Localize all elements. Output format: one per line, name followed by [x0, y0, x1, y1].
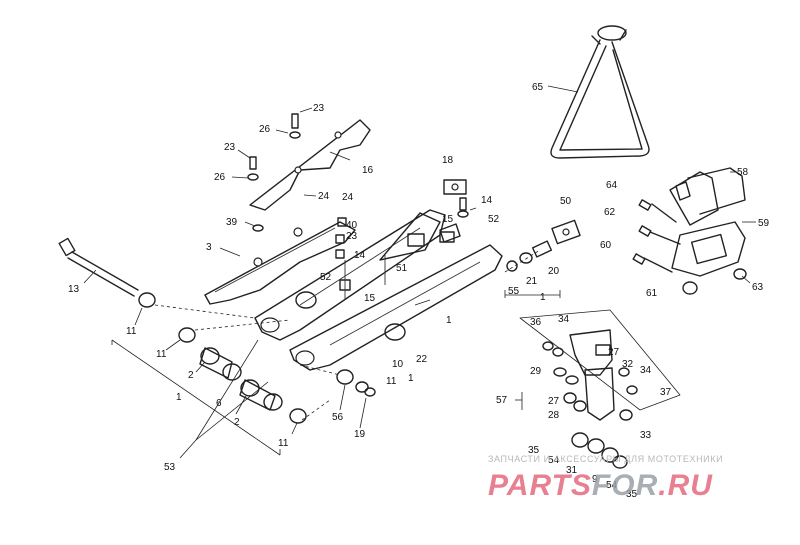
watermark-tagline: ЗАПЧАСТИ И АКСЕССУАРЫ ДЛЯ МОТОТЕХНИКИ: [488, 454, 723, 464]
chain-guide-assembly: [632, 167, 756, 295]
part-numbers: 65 23 26 23 26 16 18 24 24 40 23 39 14 1…: [68, 82, 770, 500]
label-32: 32: [622, 359, 634, 370]
watermark-brand-grey: FOR: [592, 469, 658, 502]
label-18: 18: [442, 155, 454, 166]
small-parts-mid: [335, 179, 581, 300]
swingarm: [254, 209, 503, 371]
label-1: 1: [446, 315, 452, 326]
label-36: 36: [530, 317, 542, 328]
label-54: 54: [606, 480, 618, 491]
label-34: 34: [558, 314, 570, 325]
label-26: 26: [214, 172, 226, 183]
label-1: 1: [176, 392, 182, 403]
chain-guide: [249, 119, 371, 211]
label-27: 27: [548, 396, 560, 407]
label-15: 15: [442, 214, 454, 225]
label-23: 23: [224, 142, 236, 153]
label-23: 23: [313, 103, 325, 114]
label-58: 58: [737, 167, 749, 178]
label-52: 52: [488, 214, 500, 225]
label-23: 23: [346, 231, 358, 242]
label-14: 14: [481, 195, 493, 206]
label-2: 2: [234, 417, 240, 428]
label-31: 31: [566, 465, 578, 476]
label-24: 24: [318, 191, 330, 202]
label-61: 61: [646, 288, 658, 299]
label-1: 1: [540, 292, 546, 303]
watermark-logo: PARTSFOR.RU: [488, 469, 713, 502]
label-57: 57: [496, 395, 508, 406]
label-59: 59: [758, 218, 770, 229]
label-22: 22: [416, 354, 428, 365]
label-11: 11: [156, 349, 167, 360]
label-37: 37: [660, 387, 672, 398]
bolts-upper: [231, 107, 317, 197]
label-27: 27: [608, 347, 620, 358]
label-62: 62: [604, 207, 616, 218]
label-11: 11: [386, 376, 397, 387]
label-33: 33: [640, 430, 652, 441]
chain-slider: [204, 221, 356, 305]
label-1: 1: [408, 373, 414, 384]
label-40: 40: [346, 220, 358, 231]
label-56: 56: [332, 412, 344, 423]
label-2: 2: [188, 370, 194, 381]
label-65: 65: [532, 82, 544, 93]
label-55: 55: [508, 286, 520, 297]
label-11: 11: [126, 326, 137, 337]
label-54: 54: [548, 455, 560, 466]
label-26: 26: [259, 124, 271, 135]
lower-assembly: [515, 309, 681, 469]
label-11: 11: [278, 438, 289, 449]
label-3: 3: [206, 242, 212, 253]
label-50: 50: [560, 196, 572, 207]
label-29: 29: [530, 366, 542, 377]
label-14: 14: [354, 250, 366, 261]
label-6: 6: [216, 398, 222, 409]
label-51: 51: [396, 263, 408, 274]
label-39: 39: [226, 217, 238, 228]
label-64: 64: [606, 180, 618, 191]
label-21: 21: [526, 276, 538, 287]
label-9: 9: [592, 474, 598, 485]
pivot-bolt: [58, 237, 139, 297]
label-35: 35: [528, 445, 540, 456]
label-24: 24: [342, 192, 354, 203]
label-20: 20: [548, 266, 560, 277]
stand-triangle: [547, 25, 650, 159]
watermark-brand-red: PARTS: [488, 469, 592, 502]
label-10: 10: [392, 359, 404, 370]
label-19: 19: [354, 429, 366, 440]
label-34: 34: [640, 365, 652, 376]
label-63: 63: [752, 282, 764, 293]
label-52: 52: [320, 272, 332, 283]
watermark-brand-tld: .RU: [658, 469, 713, 502]
label-60: 60: [600, 240, 612, 251]
label-53: 53: [164, 462, 176, 473]
label-13: 13: [68, 284, 80, 295]
label-16: 16: [362, 165, 374, 176]
label-15: 15: [364, 293, 376, 304]
label-28: 28: [548, 410, 560, 421]
guide-lines: [111, 249, 561, 459]
label-35: 35: [626, 489, 638, 500]
watermark: ЗАПЧАСТИ И АКСЕССУАРЫ ДЛЯ МОТОТЕХНИКИ PA…: [488, 454, 723, 502]
